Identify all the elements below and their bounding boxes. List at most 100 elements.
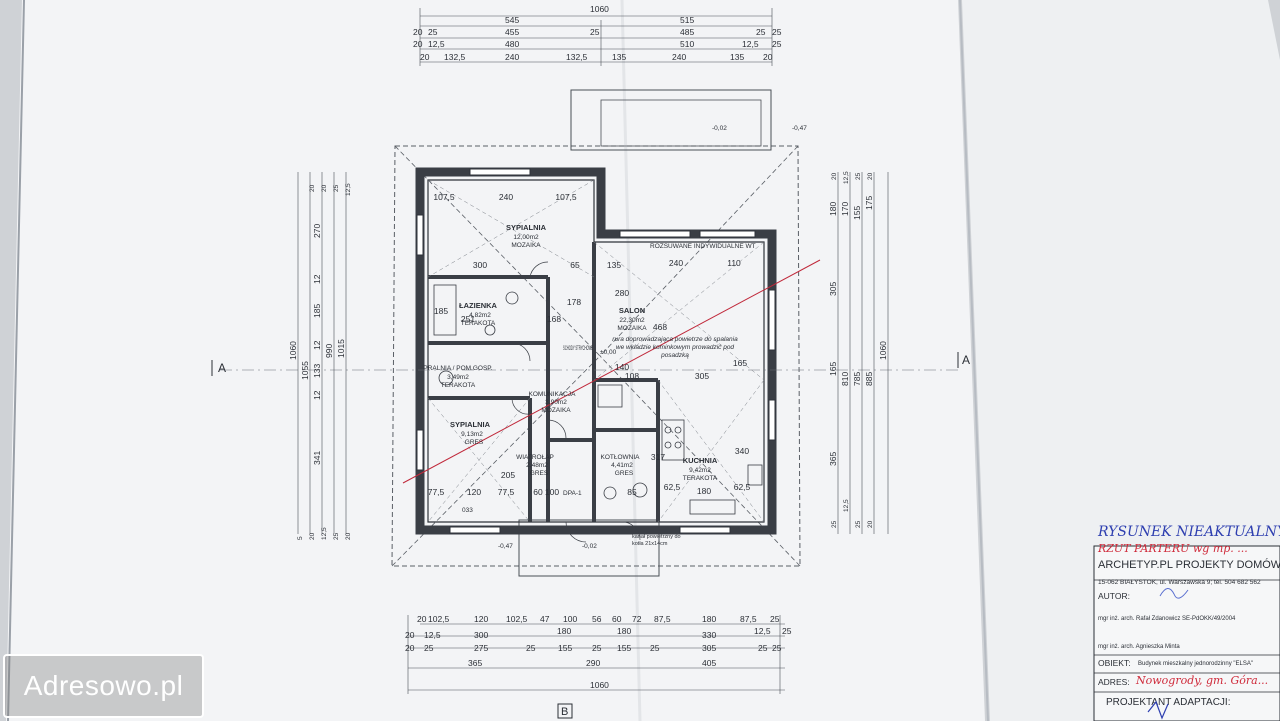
- dim-left-top-3: 20: [309, 184, 316, 192]
- room-dim: 100: [545, 487, 559, 497]
- section-label-right: A: [962, 353, 970, 367]
- dim-right-bottom-3: 20: [867, 520, 874, 528]
- room-name: PRALNIA / POM.GOSP.: [423, 365, 492, 372]
- left-dimension-lines: [297, 172, 347, 534]
- dim-top-r5-5: 240: [672, 52, 686, 62]
- dim-bottom-r1-12: 25: [770, 614, 780, 624]
- section-mark-bottom: B: [557, 703, 573, 719]
- room-dim: 205: [501, 470, 515, 480]
- dim-bottom-r1-5: 100: [563, 614, 577, 624]
- window-label: 033: [462, 507, 473, 514]
- room-dim: 317: [651, 452, 665, 462]
- dim-bottom-r2-0: 20: [405, 630, 415, 640]
- room-area: 3,90m2: [545, 399, 567, 406]
- dim-left-inner-3: 12: [312, 340, 322, 350]
- room-area: 12,00m2: [513, 234, 539, 241]
- address-label: ADRES:: [1098, 677, 1130, 687]
- room-dim: 107,5: [555, 192, 577, 202]
- chimney-note-box: rura doprowadzająca powietrze do spalani…: [612, 336, 737, 359]
- dim-bottom-r1-11: 87,5: [740, 614, 757, 624]
- room-dim: 178: [567, 297, 581, 307]
- dim-bottom-r4-2: 405: [702, 658, 716, 668]
- room-area: 4,41m2: [611, 462, 633, 469]
- title-block: RYSUNEK NIEAKTUALNY RZUT PARTERU wg mp. …: [1093, 524, 1280, 721]
- dim-top-r4-3: 510: [680, 39, 694, 49]
- room-dim: 85: [627, 487, 637, 497]
- dim-top-left: 545: [505, 15, 519, 25]
- room-dim: 165: [733, 358, 747, 368]
- room-name: KOTŁOWNIA: [600, 454, 640, 461]
- room-salon: SALON 22,30m2 MOZAIKA: [617, 306, 647, 332]
- section-mark-left: A: [211, 360, 226, 376]
- dim-bottom-r1-2: 120: [474, 614, 488, 624]
- dim-bottom-r3-6: 155: [617, 643, 631, 653]
- signature-scribble-2: [1147, 700, 1169, 720]
- dim-right-top-3: 20: [867, 172, 874, 180]
- room-kotlownia: KOTŁOWNIA 4,41m2 GRES: [600, 454, 640, 477]
- interior-walls: [428, 242, 660, 522]
- dim-bottom-r1-6: 56: [592, 614, 602, 624]
- roof-ridge-1: [394, 145, 601, 357]
- dim-right-g2-2: 810: [840, 372, 850, 386]
- terrace-outline: [570, 89, 772, 151]
- room-floor: GRES: [465, 439, 484, 446]
- room-floor: TERAKOTA: [683, 475, 718, 482]
- dim-bottom-r2-5: 330: [702, 630, 716, 640]
- dim-top-r3-3: 25: [590, 27, 600, 37]
- dim-left-inner-0: 270: [312, 224, 322, 238]
- dim-left-top-1: 25: [333, 184, 340, 192]
- dim-top-r3-0: 20: [413, 27, 423, 37]
- dim-top-r4-4: 12,5: [742, 39, 759, 49]
- dim-top-r3-1: 25: [428, 27, 438, 37]
- terrace-inner: [600, 99, 762, 147]
- roof-ridge-2: [599, 145, 799, 357]
- dim-top-r5-3: 132,5: [566, 52, 588, 62]
- room-dim: 107,5: [433, 192, 455, 202]
- dim-bottom-r1-10: 180: [702, 614, 716, 624]
- paper-edge-right: [959, 0, 989, 721]
- room-dim: 65: [570, 260, 580, 270]
- room-floor: MOZAIKA: [511, 242, 541, 249]
- dim-right-g2-3: 785: [852, 372, 862, 386]
- left-dims-text: 1060 1055 990 1015 270 12 185 12 133 12 …: [288, 183, 352, 540]
- dim-bottom-r4-0: 365: [468, 658, 482, 668]
- dim-bottom-r2-4: 180: [617, 626, 631, 636]
- dim-bottom-r3-8: 305: [702, 643, 716, 653]
- dim-top-r4-5: 25: [772, 39, 782, 49]
- room-name: ŁAZIENKA: [459, 301, 497, 310]
- dim-top-r5-6: 135: [730, 52, 744, 62]
- room-floor: GRES: [615, 470, 634, 477]
- room-dim: 77,5: [498, 487, 515, 497]
- paper-sheet: [6, 0, 985, 721]
- level-top: -0,02: [712, 125, 727, 132]
- room-name: SALON: [619, 306, 645, 315]
- dim-top-r3-4: 485: [680, 27, 694, 37]
- section-label-bottom: B: [561, 706, 568, 718]
- room-area: 9,42m2: [689, 467, 711, 474]
- room-name: SYPIALNIA: [450, 420, 491, 429]
- boiler-note-box: kanał powietrzny do kotła 21x14cm: [632, 534, 681, 547]
- dim-top-r5-1: 132,5: [444, 52, 466, 62]
- dim-right-outer: 1060: [878, 341, 888, 360]
- fixtures: [433, 284, 763, 515]
- dim-bottom-r3-7: 25: [650, 643, 660, 653]
- room-dim: 77,5: [428, 487, 445, 497]
- room-dim: 280: [615, 288, 629, 298]
- dim-left-mid-0: 1055: [300, 361, 310, 380]
- dim-right-g2-0: 305: [828, 282, 838, 296]
- room-area: 22,30m2: [619, 317, 645, 324]
- dim-right-g1-1: 170: [840, 202, 850, 216]
- room-dim: 135: [607, 260, 621, 270]
- dim-right-bottom-1: 12,5: [843, 499, 850, 512]
- wall-note: ROZSUWANE INDYWIDUALNE WT: [650, 243, 756, 250]
- room-dim: 240: [669, 258, 683, 268]
- right-dimension-lines: [837, 172, 889, 534]
- room-lazienka: ŁAZIENKA 4,82m2 TERAKOTA: [459, 301, 497, 327]
- dim-top-r3-6: 25: [772, 27, 782, 37]
- dim-top-r4-0: 20: [413, 39, 423, 49]
- dim-bottom-r3-3: 25: [526, 643, 536, 653]
- dim-right-g1-2: 155: [852, 206, 862, 220]
- dim-top-r5-2: 240: [505, 52, 519, 62]
- dim-bottom-r3-2: 275: [474, 643, 488, 653]
- dim-left-bottom-1: 20: [309, 532, 316, 540]
